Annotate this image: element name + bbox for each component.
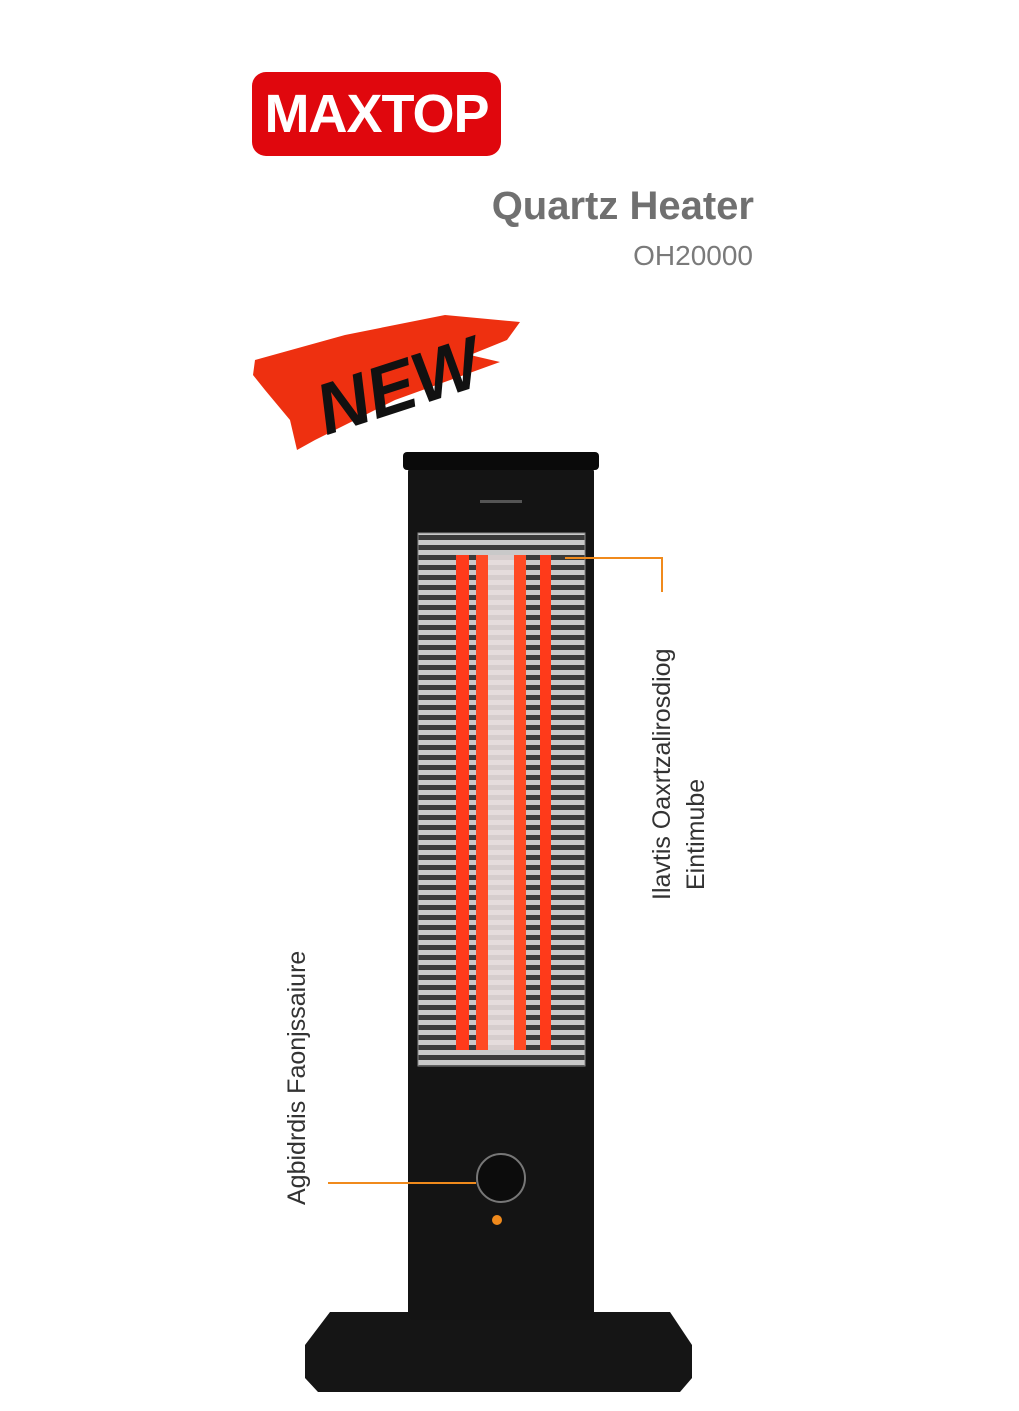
control-knob <box>476 1153 526 1203</box>
brush-stroke-shape <box>253 315 520 450</box>
heater-top-cap <box>403 452 599 470</box>
callout-element-label-1: Ilavtis Oaxrtzalirosdiog <box>648 648 676 900</box>
heating-tube <box>514 555 526 1050</box>
callout-knob-label: Agbidrdis Faonjssaiure <box>283 950 311 1205</box>
callout-line-element <box>565 557 663 592</box>
heating-tube-center <box>488 555 514 1050</box>
power-indicator-light <box>492 1215 502 1225</box>
heater-brand-plate <box>480 500 522 503</box>
product-title: Quartz Heater <box>491 184 754 228</box>
heater-base <box>305 1312 692 1392</box>
heating-tube <box>456 555 469 1050</box>
new-badge: NEW <box>253 315 520 451</box>
brand-logo: MAXTOP <box>252 72 501 156</box>
product-model: OH20000 <box>633 240 753 271</box>
callout-element-label-2: Eintimube <box>682 778 710 890</box>
heating-tube <box>476 555 488 1050</box>
heating-tube <box>540 555 551 1050</box>
